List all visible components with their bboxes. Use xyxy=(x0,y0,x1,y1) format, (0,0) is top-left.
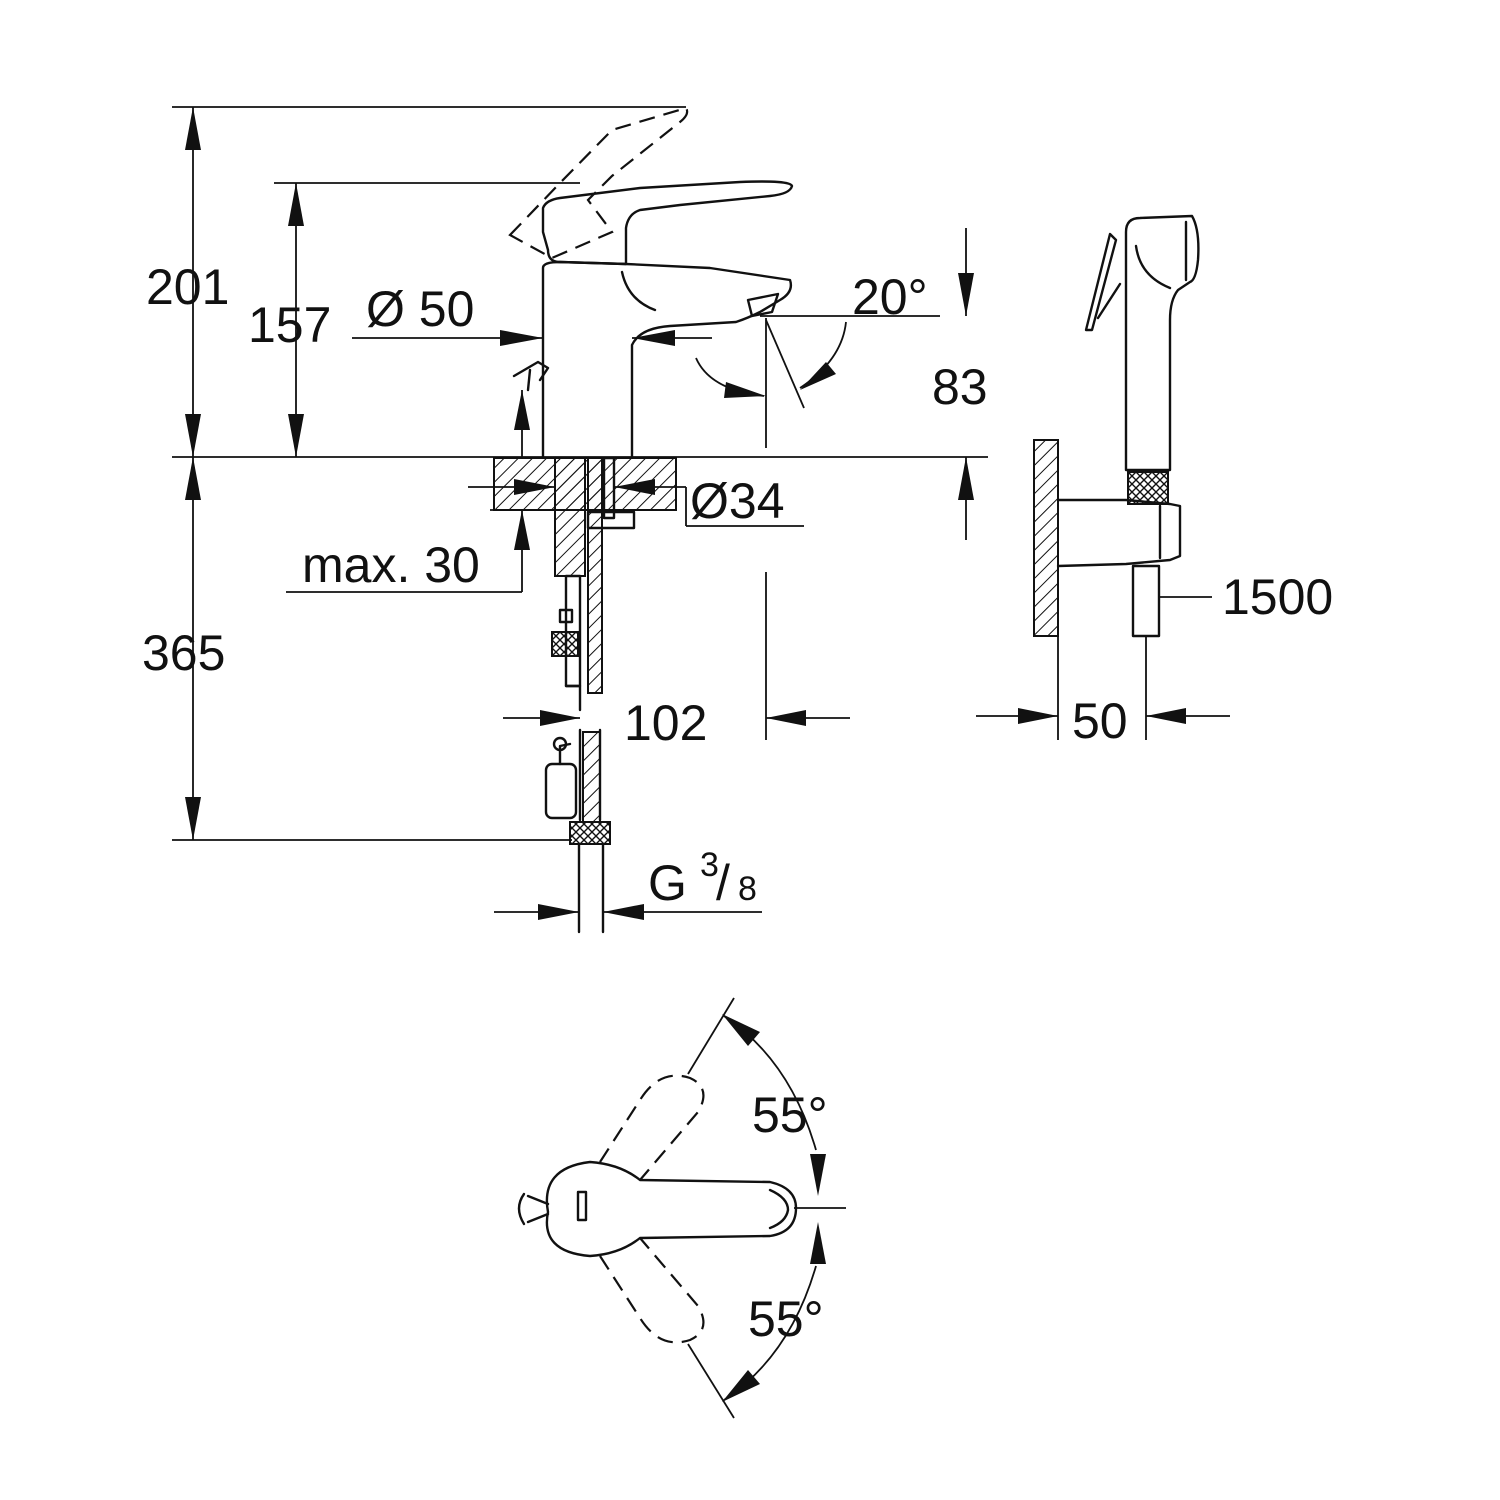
label-overall-height: 201 xyxy=(146,259,229,315)
label-max-deck-thickness: max. 30 xyxy=(302,537,480,593)
label-body-diameter: Ø 50 xyxy=(366,281,474,337)
dimension-labels: 201 157 Ø 50 20° 83 Ø34 max. 30 365 102 … xyxy=(142,259,1333,1347)
label-holder-offset: 50 xyxy=(1072,693,1128,749)
label-thread-numerator: 3 xyxy=(700,846,719,884)
popup-rod xyxy=(512,360,550,392)
label-spout-height: 157 xyxy=(248,297,331,353)
hand-shower-view xyxy=(976,214,1230,740)
shower-handset xyxy=(1124,214,1200,472)
wall xyxy=(1033,439,1059,637)
dimension-lines xyxy=(172,106,988,920)
mixer-side-view xyxy=(493,106,794,934)
label-below-deck-length: 365 xyxy=(142,625,225,681)
label-spray-angle: 20° xyxy=(852,269,928,325)
lever-top-view xyxy=(517,997,846,1419)
mixer-body xyxy=(541,260,793,459)
label-lever-angle-left: 55° xyxy=(752,1087,828,1143)
connection-nut xyxy=(569,821,611,845)
mounting-shank-left xyxy=(554,457,586,577)
spout-underside xyxy=(620,270,657,312)
shower-hose xyxy=(1131,564,1161,638)
mixer-lever xyxy=(541,180,794,266)
label-thread-denominator: 8 xyxy=(738,870,757,908)
hose-nut xyxy=(551,631,579,657)
shower-trigger xyxy=(1084,232,1122,332)
label-spout-reach-height: 83 xyxy=(932,359,988,415)
label-thread-slash: / xyxy=(716,855,730,911)
mounting-shank-right xyxy=(587,457,603,694)
label-lever-angle-right: 55° xyxy=(748,1291,824,1347)
lever-raised-outline xyxy=(508,106,689,260)
label-thread-g: G xyxy=(648,855,687,911)
popup-weight xyxy=(544,762,578,820)
lever-top xyxy=(545,1160,798,1258)
shower-holder xyxy=(1056,498,1182,568)
handset-grip xyxy=(1127,471,1169,505)
label-hole-diameter: Ø34 xyxy=(690,473,785,529)
label-spout-projection: 102 xyxy=(624,695,707,751)
label-hose-length: 1500 xyxy=(1222,569,1333,625)
aerator xyxy=(746,292,780,318)
